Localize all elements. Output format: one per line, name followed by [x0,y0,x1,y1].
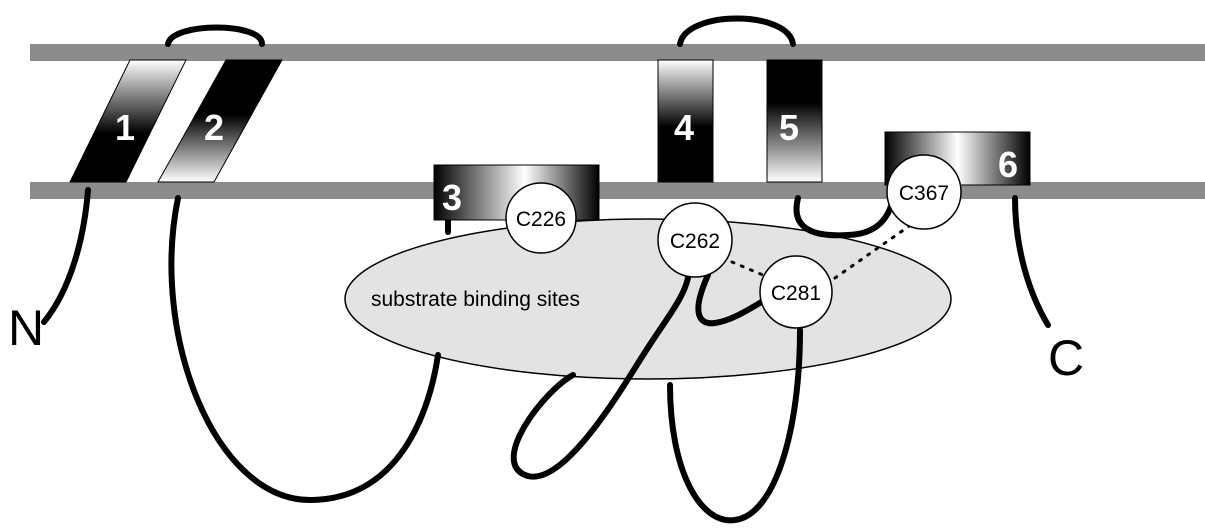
cysteine-c226: C226 [505,182,577,254]
svg-text:C367: C367 [899,182,949,205]
loop-c281-lower [667,327,803,524]
helix-5-label: 5 [779,107,799,148]
helix-4 [657,59,714,183]
loop-h5-h6 [793,182,898,239]
c-terminal-tail [1012,195,1051,328]
cysteine-c262: C262 [657,202,733,278]
loop-h1-h2 [165,24,265,47]
svg-text:C262: C262 [670,230,720,253]
helix-4-label: 4 [674,107,694,148]
dotted-link-c281-c367 [833,220,917,280]
cysteine-c281: C281 [759,255,833,329]
loop-h2-h3 [168,195,441,503]
helix-5 [766,59,823,183]
loop-ellipse-h4 [510,275,691,480]
cysteine-c367: C367 [886,154,962,230]
svg-text:C226: C226 [516,208,566,231]
helix-3-label: 3 [442,177,462,218]
n-terminus-label: N [8,300,44,356]
loop-c262-c281 [695,272,775,327]
helix-6-label: 6 [998,144,1018,185]
loop-h4-h5 [677,15,796,47]
c-terminus-label: C [1048,330,1084,386]
svg-text:C281: C281 [771,282,821,305]
dotted-link-c262-c281 [730,260,772,280]
substrate-binding-label: substrate binding sites [371,288,580,311]
helix-1 [69,59,187,183]
membrane-outer-line [30,44,1205,61]
helix-2 [157,59,283,183]
n-terminal-tail [41,187,91,325]
helix-1-label: 1 [115,107,135,148]
helix-2-label: 2 [204,107,224,148]
